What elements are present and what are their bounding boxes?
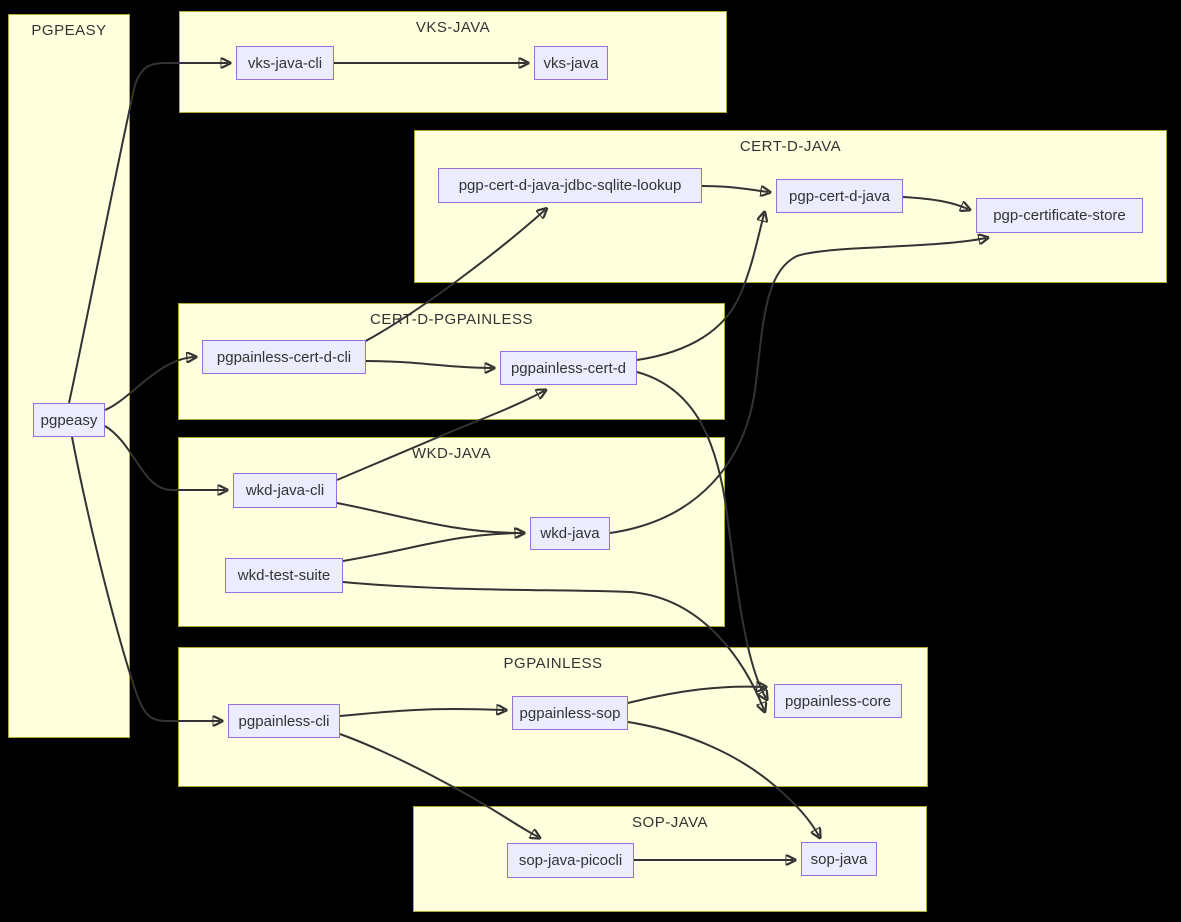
cluster-label-pgpeasy-group: PGPEASY — [31, 22, 107, 39]
node-pgpainless-cert-d: pgpainless-cert-d — [500, 351, 637, 385]
cluster-label-vks-java-group: VKS-JAVA — [415, 19, 491, 36]
cluster-label-cert-d-java-group: CERT-D-JAVA — [739, 138, 842, 155]
node-pgp-cert-d-java-jdbc-sqlite-lookup: pgp-cert-d-java-jdbc-sqlite-lookup — [438, 168, 702, 203]
node-vks-java: vks-java — [534, 46, 608, 80]
node-sop-java: sop-java — [801, 842, 877, 876]
node-pgpeasy: pgpeasy — [33, 403, 105, 437]
node-pgpainless-cli: pgpainless-cli — [228, 704, 340, 738]
node-wkd-test-suite: wkd-test-suite — [225, 558, 343, 593]
node-pgp-cert-d-java: pgp-cert-d-java — [776, 179, 903, 213]
node-pgpainless-core: pgpainless-core — [774, 684, 902, 718]
node-wkd-java: wkd-java — [530, 517, 610, 550]
node-pgpainless-sop: pgpainless-sop — [512, 696, 628, 730]
node-vks-java-cli: vks-java-cli — [236, 46, 334, 80]
node-sop-java-picocli: sop-java-picocli — [507, 843, 634, 878]
node-wkd-java-cli: wkd-java-cli — [233, 473, 337, 508]
node-pgp-certificate-store: pgp-certificate-store — [976, 198, 1143, 233]
node-pgpainless-cert-d-cli: pgpainless-cert-d-cli — [202, 340, 366, 374]
